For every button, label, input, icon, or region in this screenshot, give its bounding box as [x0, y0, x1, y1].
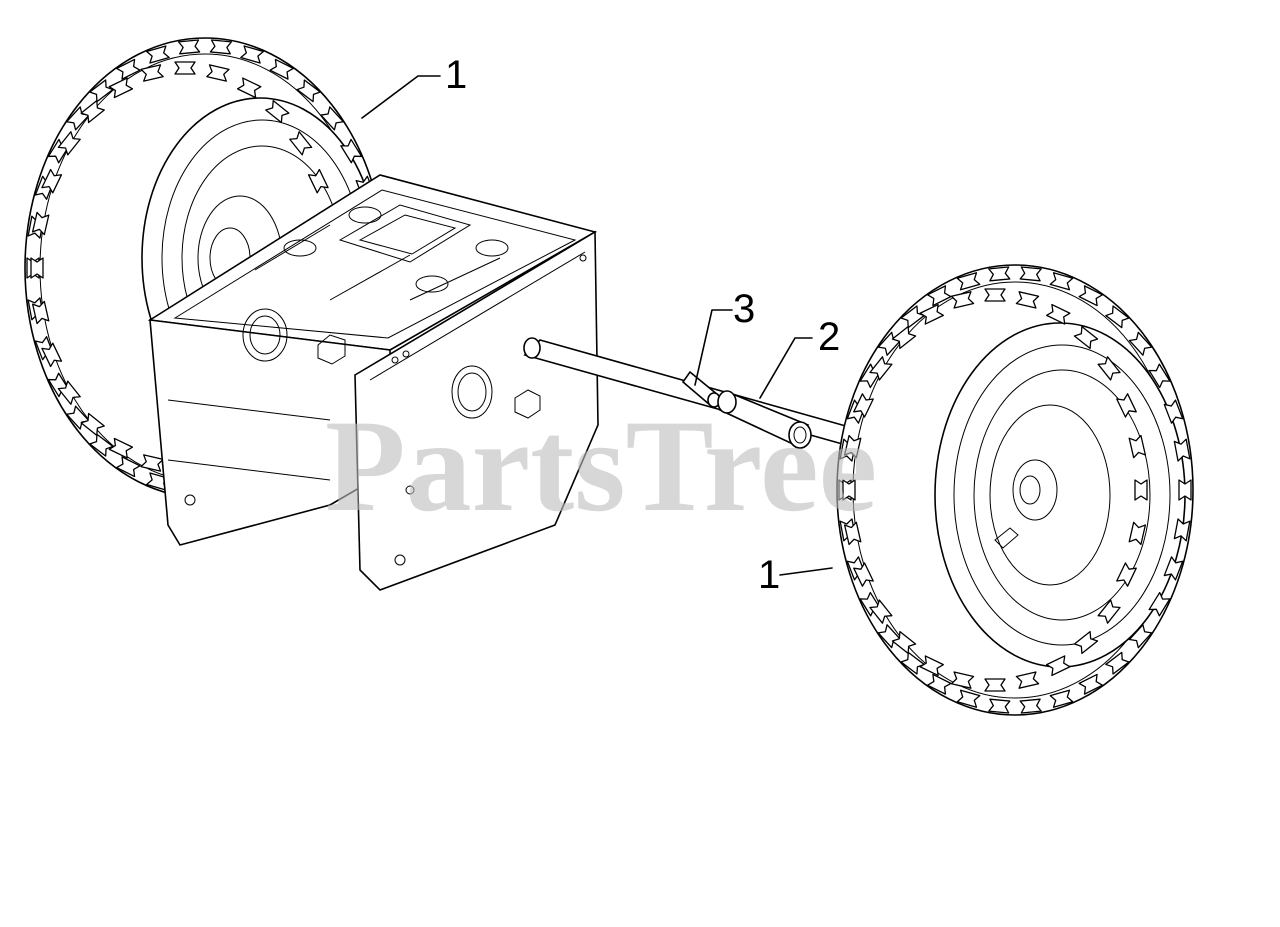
tread-block — [269, 58, 294, 80]
tread-block — [296, 79, 321, 103]
tread-block — [1128, 331, 1153, 356]
tread-block — [265, 100, 290, 124]
tread-block — [1163, 556, 1184, 581]
tread-block — [1078, 673, 1104, 695]
tread-block — [1015, 291, 1040, 309]
tread-block — [1049, 689, 1074, 708]
tread-block — [1049, 272, 1074, 291]
tread-block — [1128, 434, 1147, 459]
tread-block — [891, 325, 917, 350]
tread-block — [57, 380, 81, 405]
tread-block — [140, 64, 164, 82]
tread-block — [80, 100, 105, 124]
right-wheel — [836, 264, 1194, 716]
tread-block — [956, 689, 981, 708]
tread-block — [116, 58, 141, 80]
tread-block — [1148, 591, 1171, 617]
tread-block — [1173, 438, 1191, 462]
tread-block — [984, 678, 1006, 692]
tread-block — [853, 562, 874, 587]
tread-block — [240, 45, 265, 64]
tread-block — [1116, 393, 1137, 418]
tread-block — [1019, 266, 1042, 282]
leader-spacer — [759, 337, 813, 399]
tread-block — [108, 77, 134, 99]
tread-block — [236, 77, 262, 99]
tread-block — [145, 45, 170, 64]
tread-block — [1019, 698, 1042, 714]
tread-block — [80, 412, 105, 436]
tread-block — [206, 64, 230, 82]
leader-wheel-lower — [779, 567, 833, 576]
tread-block — [1128, 521, 1147, 546]
tread-block — [1073, 325, 1099, 350]
tread-block — [984, 288, 1006, 302]
tread-block — [842, 479, 856, 501]
tread-block — [31, 300, 50, 325]
leader-wheel-upper — [361, 75, 441, 119]
tread-block — [209, 39, 233, 55]
tread-block — [177, 39, 201, 55]
tread-block — [307, 168, 329, 194]
tread-block — [891, 630, 917, 655]
tread-block — [988, 698, 1011, 714]
spacer-part — [717, 390, 812, 449]
pin-part — [681, 370, 721, 408]
tread-block — [320, 106, 344, 131]
tread-block — [1105, 305, 1130, 329]
tread-block — [1134, 479, 1148, 501]
leader-pin — [694, 309, 733, 386]
callout-wheel-upper: 1 — [445, 53, 467, 97]
tread-block — [108, 437, 134, 459]
tread-block — [116, 456, 141, 478]
tread-block — [1073, 630, 1099, 655]
tread-block — [869, 356, 893, 381]
frame-housing — [147, 174, 599, 591]
tread-block — [1163, 399, 1184, 424]
tread-block — [1097, 356, 1121, 381]
tread-block — [57, 131, 81, 156]
tread-block — [1116, 562, 1137, 587]
callout-spacer: 2 — [818, 315, 840, 359]
tread-block — [853, 393, 874, 418]
tread-block — [1128, 624, 1153, 649]
tread-block — [140, 454, 164, 472]
tread-block — [174, 61, 196, 75]
callout-pin: 3 — [733, 287, 755, 331]
tread-block — [950, 291, 975, 309]
tread-block — [926, 285, 952, 307]
callout-wheel-lower: 1 — [758, 553, 780, 597]
tread-block — [919, 303, 944, 325]
tread-block — [1046, 303, 1071, 325]
tread-block — [843, 521, 862, 546]
tread-block — [31, 211, 50, 236]
tread-block — [41, 342, 63, 368]
tread-block — [340, 138, 363, 164]
tread-block — [289, 131, 313, 156]
tread-block — [41, 168, 63, 194]
tread-block — [1046, 655, 1071, 677]
tread-block — [1015, 671, 1040, 689]
tread-block — [843, 434, 862, 459]
tread-block — [956, 272, 981, 291]
watermark-text: PartsTree — [325, 392, 877, 539]
tread-block — [950, 671, 975, 689]
tread-block — [30, 257, 44, 279]
tread-block — [926, 673, 952, 695]
tread-block — [1078, 285, 1104, 307]
tread-block — [988, 266, 1011, 282]
tread-block — [1097, 599, 1121, 624]
tread-block — [919, 655, 944, 677]
tread-block — [869, 599, 893, 624]
tread-block — [1178, 479, 1192, 501]
tread-block — [1148, 363, 1171, 389]
tread-block — [1105, 651, 1130, 675]
tread-block — [1173, 518, 1191, 542]
